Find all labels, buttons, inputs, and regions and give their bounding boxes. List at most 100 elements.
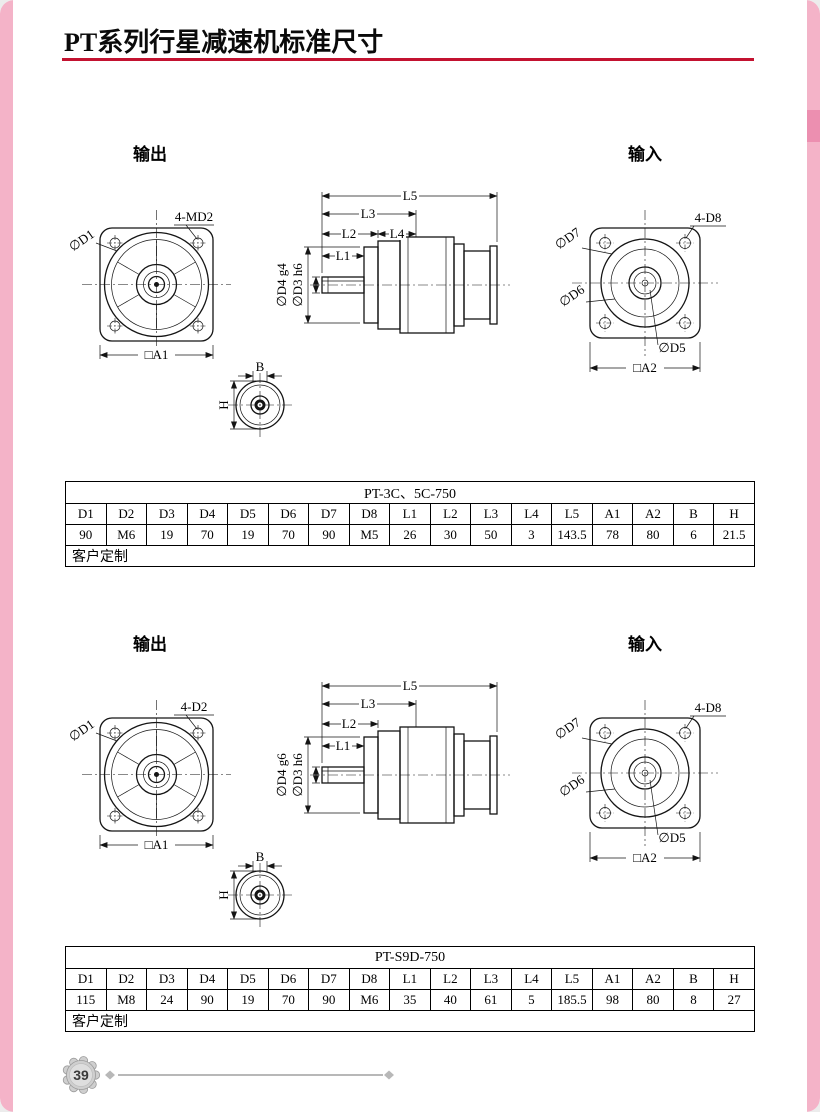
- spec-value-cell: 70: [267, 524, 310, 546]
- mounting-holes: [596, 234, 694, 332]
- spec-header-cell: L1: [389, 968, 431, 990]
- spec-header-cell: L5: [551, 968, 593, 990]
- spec-header-cell: D3: [146, 503, 188, 525]
- spec-header-cell: D7: [308, 503, 350, 525]
- spec-header-cell: A2: [632, 968, 674, 990]
- spec-header-cell: D1: [65, 968, 107, 990]
- front-bolt-label: 4-D2: [181, 699, 208, 714]
- spec-header-cell: D2: [105, 968, 148, 990]
- dim-label-h: H: [216, 890, 231, 899]
- spec-value-cell: 19: [227, 989, 269, 1011]
- spec-header-cell: B: [672, 503, 715, 525]
- output-view-caption: 输出: [133, 144, 167, 164]
- spec-value-cell: 80: [632, 989, 674, 1011]
- dim-label-l5: L5: [403, 678, 417, 693]
- spec-value-cell: 24: [146, 989, 188, 1011]
- spec-header-cell: D6: [267, 503, 310, 525]
- footer-divider: [105, 1070, 394, 1080]
- dim-label-l1: L1: [336, 248, 350, 263]
- input-front-view: 4-D8 ∅D7 ∅D6 ∅D5 □A2: [552, 700, 726, 865]
- spec-header-cell: H: [713, 968, 755, 990]
- spec-header-cell: A2: [632, 503, 674, 525]
- spec-value-cell: 50: [470, 524, 512, 546]
- spec-value-cell: 90: [65, 524, 107, 546]
- spec-value-cell: 3: [510, 524, 553, 546]
- dim-label-h: H: [216, 400, 231, 409]
- spec-header-cell: L3: [470, 503, 512, 525]
- spec-header-cell: A1: [591, 968, 634, 990]
- front-d1-label: ∅D1: [66, 716, 97, 744]
- spec-header-cell: A1: [591, 503, 634, 525]
- input-d5-label: ∅D5: [658, 830, 685, 845]
- input-front-view: 4-D8 ∅D7 ∅D6 ∅D5 □A2: [552, 210, 726, 375]
- spec-header-cell: D2: [105, 503, 148, 525]
- spec-value-cell: 70: [186, 524, 229, 546]
- dim-label-l2: L2: [342, 226, 356, 241]
- spec-header-cell: D5: [227, 968, 269, 990]
- input-view-caption: 输入: [628, 144, 662, 164]
- spec-header-cell: D5: [227, 503, 269, 525]
- dim-label-d4: ∅D4 g4: [274, 263, 289, 307]
- spec-value-cell: 90: [308, 524, 350, 546]
- spec-header-cell: B: [672, 968, 715, 990]
- spec-header-cell: L2: [429, 503, 472, 525]
- section-2-drawings: 输出 输入: [66, 634, 726, 927]
- title-underline: [62, 58, 754, 61]
- dim-label-l3: L3: [361, 206, 375, 221]
- dim-label-d3: ∅D3 h6: [290, 263, 305, 307]
- gearbox-side-view: L5 L3 L2 L1 ∅D4 g6 ∅D3 h6: [274, 678, 510, 824]
- dim-label-d4: ∅D4 g6: [274, 753, 289, 797]
- dim-label-d3: ∅D3 h6: [290, 753, 305, 797]
- cover-ribs: [117, 729, 196, 820]
- shaft-end-view: B H: [216, 359, 292, 437]
- output-view-caption: 输出: [133, 634, 167, 654]
- right-edge-tab: [807, 110, 820, 142]
- table-title: PT-S9D-750: [65, 946, 755, 969]
- spec-header-cell: D4: [186, 503, 229, 525]
- shaft-end-view: B H: [216, 849, 292, 927]
- front-a1-label: □A1: [145, 837, 169, 852]
- spec-table-2: PT-S9D-750 D1 D2 D3 D4 D5 D6 D7 D8 L1 L2…: [65, 946, 755, 1032]
- input-d7-label: ∅D7: [552, 714, 583, 742]
- spec-value-cell: 30: [429, 524, 472, 546]
- spec-value-cell: 70: [267, 989, 310, 1011]
- spec-header-cell: L4: [510, 968, 553, 990]
- spec-value-cell: M6: [348, 989, 391, 1011]
- spec-header-cell: L1: [389, 503, 431, 525]
- spec-header-cell: D8: [348, 968, 391, 990]
- table-footer: 客户定制: [65, 545, 755, 567]
- spec-value-cell: 5: [510, 989, 553, 1011]
- spec-value-cell: 61: [470, 989, 512, 1011]
- spec-header-cell: D6: [267, 968, 310, 990]
- spec-value-cell: 90: [186, 989, 229, 1011]
- spec-value-cell: 80: [632, 524, 674, 546]
- input-view-caption: 输入: [628, 634, 662, 654]
- spec-header-cell: D8: [348, 503, 391, 525]
- spec-header-cell: L2: [429, 968, 472, 990]
- page-title: PT系列行星减速机标准尺寸: [64, 28, 384, 57]
- dim-label-l2: L2: [342, 716, 356, 731]
- mounting-holes: [596, 724, 694, 822]
- right-pink-border: [807, 0, 820, 1112]
- spec-header-cell: D7: [308, 968, 350, 990]
- mounting-holes: [107, 725, 206, 824]
- input-d6-label: ∅D6: [556, 771, 587, 799]
- mounting-holes: [107, 235, 206, 334]
- spec-value-cell: 19: [227, 524, 269, 546]
- dim-label-l5: L5: [403, 188, 417, 203]
- spec-header-cell: L4: [510, 503, 553, 525]
- input-d5-label: ∅D5: [658, 340, 685, 355]
- spec-header-cell: L5: [551, 503, 593, 525]
- spec-value-cell: 21.5: [713, 524, 755, 546]
- dim-label-b: B: [256, 849, 265, 864]
- spec-value-cell: 98: [591, 989, 634, 1011]
- table-footer: 客户定制: [65, 1010, 755, 1032]
- table-title: PT-3C、5C-750: [65, 481, 755, 504]
- output-front-view: 4-D2 ∅D1 □A1: [66, 699, 231, 852]
- divider-diamond-end: [384, 1070, 394, 1080]
- front-a1-label: □A1: [145, 347, 169, 362]
- gear-icon: [62, 1056, 101, 1094]
- spec-value-cell: 40: [429, 989, 472, 1011]
- spec-value-cell: 143.5: [551, 524, 593, 546]
